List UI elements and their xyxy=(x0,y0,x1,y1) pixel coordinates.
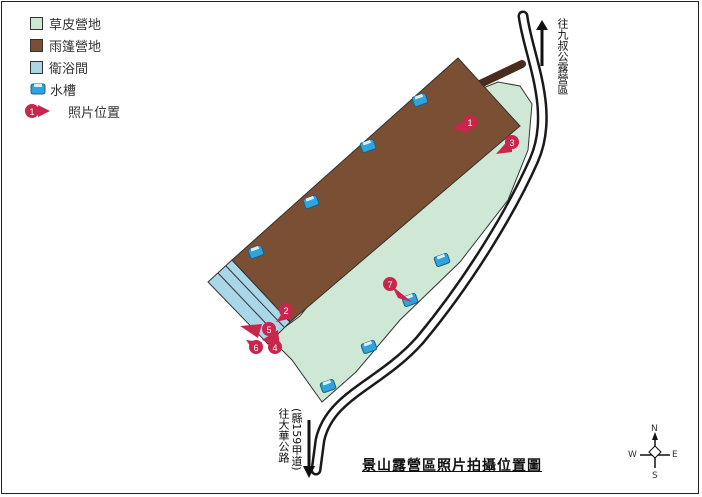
legend-item-grass: 草皮營地 xyxy=(30,12,120,34)
road-label-south-line2: (縣159甲道) xyxy=(290,408,303,471)
svg-text:1: 1 xyxy=(29,107,34,117)
svg-text:1: 1 xyxy=(467,118,472,128)
road-label-south-2: (縣159甲道) xyxy=(290,408,303,471)
compass-e: E xyxy=(672,450,678,460)
shelter-swatch-icon xyxy=(30,38,43,52)
compass-n: N xyxy=(651,424,658,434)
photo-marker-7: 7 xyxy=(383,277,412,302)
road-arrows xyxy=(303,20,548,478)
sink-icon xyxy=(30,83,46,95)
road-label-north: 往九叔公露營區 xyxy=(556,18,569,95)
grass-swatch-icon xyxy=(30,16,43,30)
legend-item-bathroom: 衛浴間 xyxy=(30,56,120,78)
photo-marker-1: 1 xyxy=(452,115,477,134)
photo-markers: 1 2 3 4 5 6 7 xyxy=(240,115,519,354)
photo-marker-icon: 1 xyxy=(25,104,50,118)
photo-marker-2: 2 xyxy=(276,302,293,322)
map-title: 景山露營區照片拍攝位置圖 xyxy=(362,458,542,474)
legend-item-sink: 水槽 xyxy=(30,78,120,100)
legend-label: 草皮營地 xyxy=(49,17,102,33)
legend-label: 雨篷營地 xyxy=(49,39,102,55)
svg-text:6: 6 xyxy=(253,343,258,353)
compass-s: S xyxy=(652,471,658,481)
photo-marker-3: 3 xyxy=(496,135,519,154)
svg-text:3: 3 xyxy=(509,138,514,148)
legend: 草皮營地 雨篷營地 衛浴間 水槽 1 照片位置 xyxy=(25,12,121,122)
bathroom-swatch-icon xyxy=(30,60,43,74)
legend-label: 照片位置 xyxy=(68,105,121,121)
svg-text:2: 2 xyxy=(283,306,288,316)
photo-marker-5: 5 xyxy=(240,322,276,338)
legend-label: 衛浴間 xyxy=(49,61,89,77)
road-label-south: 往大華公路 xyxy=(277,408,290,463)
legend-item-shelter: 雨篷營地 xyxy=(30,34,120,56)
legend-item-photo: 1 照片位置 xyxy=(25,100,121,122)
svg-text:5: 5 xyxy=(266,325,271,335)
photo-marker-6: 6 xyxy=(246,340,263,354)
road xyxy=(310,10,548,476)
road-label-south-line1: 往大華公路 xyxy=(277,408,290,463)
legend-label: 水槽 xyxy=(50,83,77,99)
shelter-campsite xyxy=(231,57,521,323)
svg-text:7: 7 xyxy=(387,280,392,290)
photo-marker-4: 4 xyxy=(262,330,282,354)
svg-text:4: 4 xyxy=(272,343,277,353)
compass-rose xyxy=(640,432,670,468)
compass-w: W xyxy=(628,450,637,460)
